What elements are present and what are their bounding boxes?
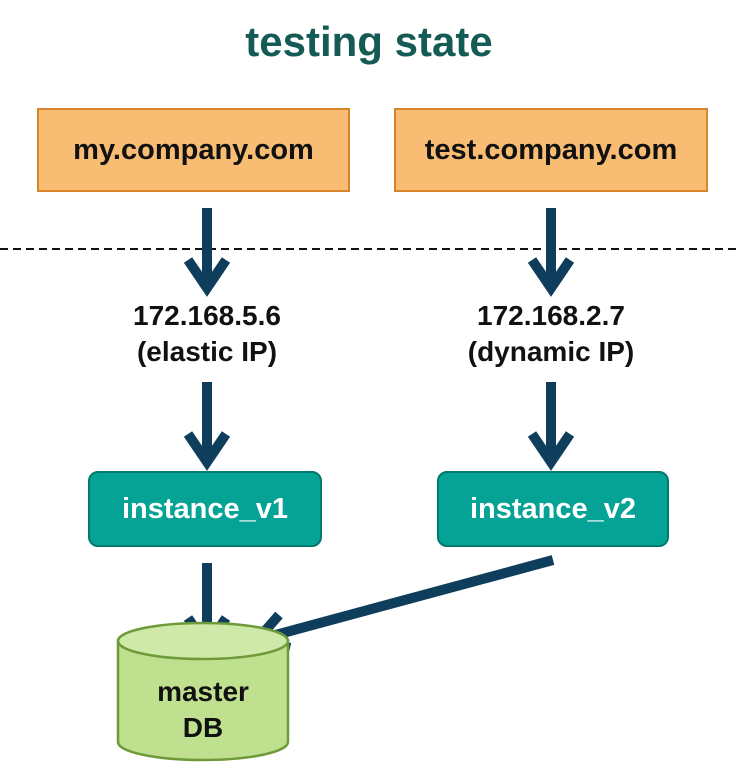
domain-box-primary: my.company.com [37,108,350,192]
domain-label-primary: my.company.com [73,133,314,166]
instance-box-v1: instance_v1 [88,471,322,547]
arrow-domain-to-ip-v1 [183,208,231,297]
instance-label-v1: instance_v1 [121,492,289,525]
database-cylinder [116,621,290,762]
ip-kind-v2: (dynamic IP) [467,336,635,367]
diagram-title: testing state [245,18,493,65]
instance-label-v2: instance_v2 [469,492,637,525]
ip-address-v1: 172.168.5.6 [133,300,281,331]
ip-kind-v1: (elastic IP) [136,336,278,367]
arrow-ip-to-instance-v1 [183,382,231,471]
database-label-line1: master [157,676,249,707]
database-label-line2: DB [182,712,224,743]
database-label: master DB [118,674,288,746]
ip-label-v2: 172.168.2.7 (dynamic IP) [441,298,661,370]
ip-label-v1: 172.168.5.6 (elastic IP) [97,298,317,370]
domain-box-test: test.company.com [394,108,708,192]
arrow-instance-v2-to-db [247,555,555,653]
domain-label-test: test.company.com [424,133,678,166]
arrow-domain-to-ip-v2 [527,208,575,297]
arrow-ip-to-instance-v2 [527,382,575,471]
instance-box-v2: instance_v2 [437,471,669,547]
ip-address-v2: 172.168.2.7 [477,300,625,331]
